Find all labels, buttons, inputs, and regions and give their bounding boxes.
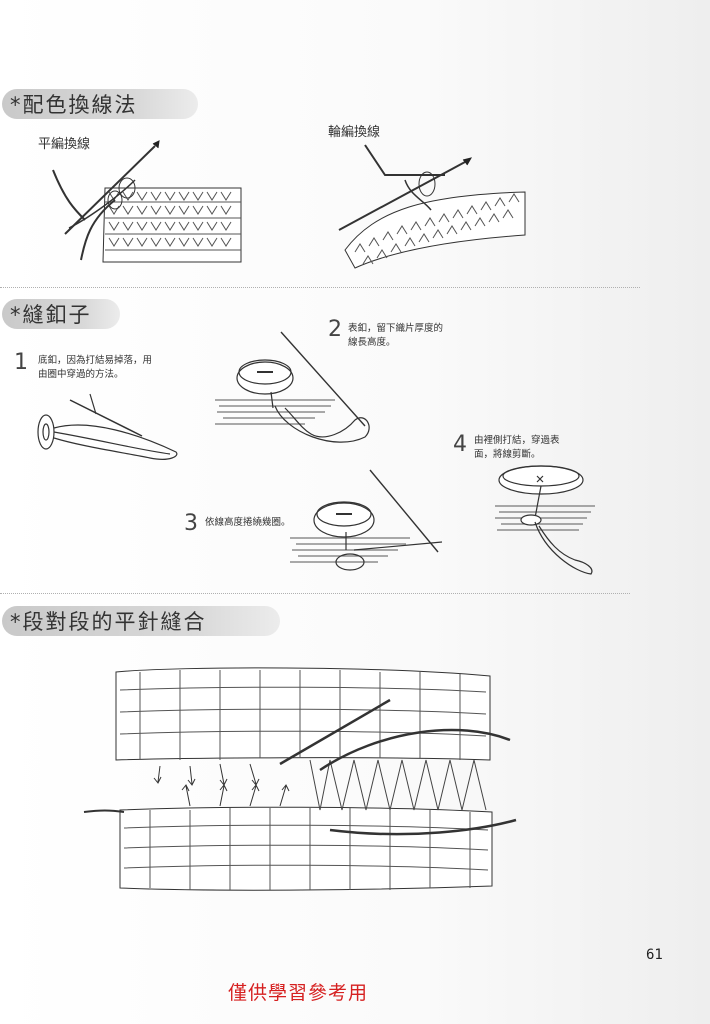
step-2-number: 2: [328, 317, 342, 342]
section-title-buttons: *縫釦子: [2, 299, 120, 329]
round-knit-illustration: [335, 140, 535, 275]
section-title-text: *配色換線法: [10, 93, 138, 117]
section-title-color-change: *配色換線法: [2, 89, 198, 119]
step-2-illustration: [215, 322, 390, 457]
section-title-text: *縫釦子: [10, 303, 92, 327]
direction-arrows: [154, 764, 289, 806]
step-1-line-1: 底釦，因為打結易掉落，用: [38, 355, 153, 366]
step-1-line-2: 由圈中穿過的方法。: [38, 369, 124, 380]
section-title-seam: *段對段的平針縫合: [2, 606, 280, 636]
step-1-illustration: [30, 380, 190, 465]
step-3-illustration: [290, 470, 450, 580]
step-4-text: 由裡側打結，穿過表 面，將線剪斷。: [474, 434, 560, 462]
page-number: 61: [646, 947, 663, 963]
step-4-line-1: 由裡側打結，穿過表: [474, 435, 560, 446]
stitch-rows: [105, 192, 241, 250]
step-1-text: 底釦，因為打結易掉落，用 由圈中穿過的方法。: [38, 354, 152, 382]
watermark: 僅供學習參考用: [228, 982, 369, 1004]
step-4-line-2: 面，將線剪斷。: [474, 449, 541, 460]
section-divider-1: [0, 287, 640, 288]
step-1-number: 1: [14, 350, 28, 375]
section-title-text: *段對段的平針縫合: [10, 610, 207, 634]
step-2-line-2: 線長高度。: [348, 337, 396, 348]
step-2-text: 表釦，留下織片厚度的 線長高度。: [348, 322, 443, 350]
step-4-illustration: [495, 462, 605, 584]
round-knit-label: 輪編換線: [328, 125, 381, 140]
seam-illustration: [80, 660, 520, 915]
step-3-line-1: 依線高度捲繞幾圈。: [205, 517, 291, 528]
hook-line: [65, 146, 155, 234]
step-2-line-1: 表釦，留下織片厚度的: [348, 323, 444, 334]
flat-knit-label: 平編換線: [38, 137, 91, 152]
step-3-number: 3: [184, 511, 198, 536]
flat-knit-illustration: [45, 140, 245, 275]
step-4-number: 4: [453, 432, 467, 457]
step-3-text: 依線高度捲繞幾圈。: [205, 516, 291, 530]
section-divider-2: [0, 593, 630, 594]
